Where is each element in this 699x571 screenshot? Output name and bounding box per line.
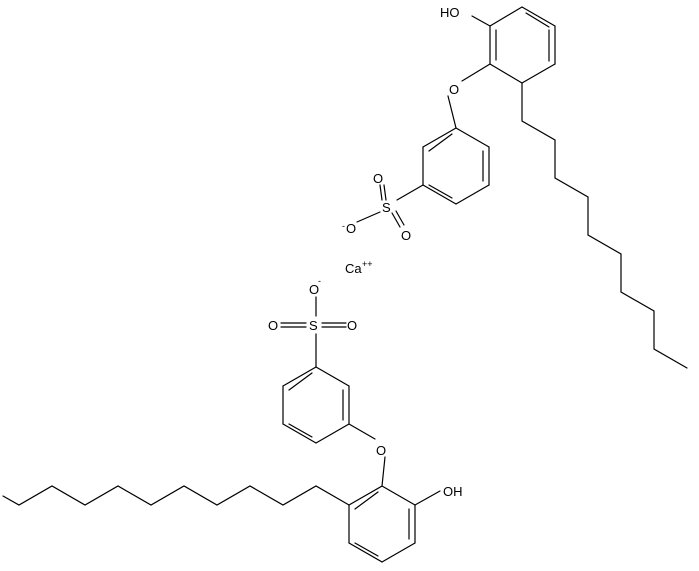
lower-hydroxyphenyl-ring (348, 485, 416, 563)
upper-hydroxyl-bond (471, 15, 491, 27)
upper-hydroxyl-label: HO (440, 5, 460, 20)
upper-sulfonate-charge: - (342, 221, 345, 231)
lower-ether-oxygen-label: O (376, 443, 386, 458)
upper-sulfur-label: S (382, 200, 391, 215)
lower-sulfur-label: S (309, 318, 318, 333)
lower-decyl-chain (2, 485, 350, 506)
lower-sulfonyl-oxygen-2-label: O (347, 318, 357, 333)
upper-ether-oxygen-label: O (449, 82, 459, 97)
upper-c-s-bond (396, 184, 424, 201)
lower-hydroxyl-bond (414, 490, 441, 506)
lower-sulfonyl-oxygen-1-label: O (268, 318, 278, 333)
upper-ether-bond-ring1 (461, 63, 491, 82)
calcium-charge: ++ (362, 259, 373, 269)
upper-decyl-chain (521, 82, 688, 369)
upper-sulfonyl-oxygen-2-label: O (401, 228, 411, 243)
upper-sulfonyl-bonds (356, 184, 405, 228)
lower-sulfonyl-bonds (280, 296, 347, 328)
lower-hydroxyl-label: OH (443, 484, 463, 499)
lower-sulfonate-oxygen-label: O (309, 282, 319, 297)
lower-ether-bond-ring1 (348, 423, 376, 440)
lower-ether-bond-ring2 (381, 456, 386, 487)
calcium-label: Ca (345, 261, 362, 276)
upper-sulfonyl-oxygen-1-label: O (373, 171, 383, 186)
lower-benzenesulfonate-ring (282, 366, 350, 444)
upper-benzenesulfonate-ring (422, 127, 490, 205)
upper-sulfonate-oxygen-label: O (346, 221, 356, 236)
upper-ether-bond-ring2 (447, 95, 457, 129)
lower-sulfonate-charge: - (318, 276, 321, 286)
upper-hydroxyphenyl-ring (489, 6, 556, 84)
